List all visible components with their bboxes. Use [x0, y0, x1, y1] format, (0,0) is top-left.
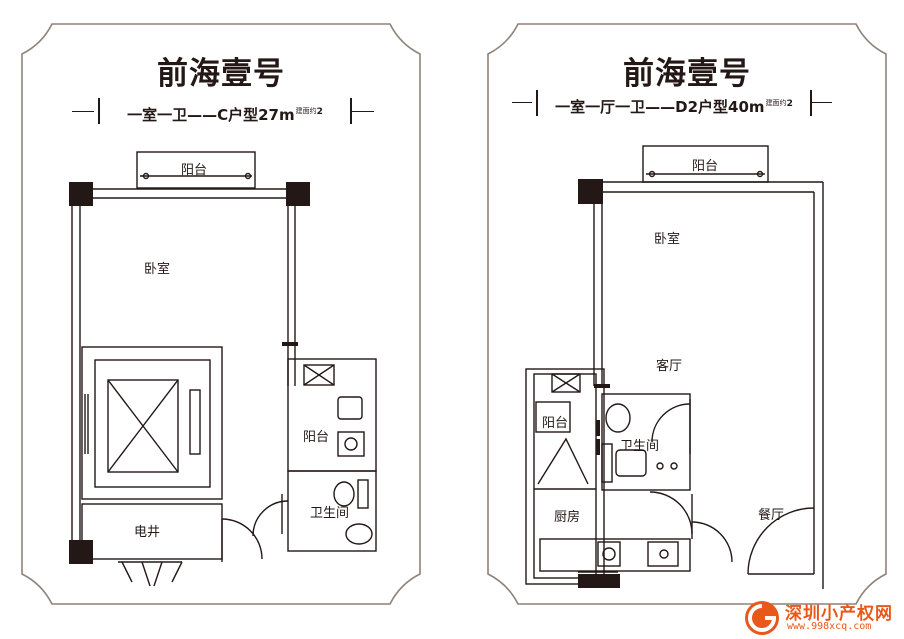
room-label-balcony-top: 阳台	[181, 163, 208, 178]
site-url: www.998xcq.com	[787, 621, 872, 632]
unit-area-exp: 2	[786, 99, 793, 109]
room-label-balcony-side: 阳台	[542, 416, 569, 431]
room-label-bathroom: 卫生间	[310, 506, 350, 521]
balcony-top-outline	[136, 151, 256, 189]
floor-plan-drawing	[69, 151, 377, 587]
page-title: 前海壹号	[623, 56, 751, 92]
room-label-dining-room: 餐厅	[758, 508, 785, 523]
room-label-bathroom: 卫生间	[620, 439, 660, 454]
unit-area-unit: m	[748, 98, 765, 116]
unit-area-unit: m	[278, 106, 295, 124]
unit-area-note: 建面约	[295, 107, 317, 115]
unit-area-note: 建面约	[765, 99, 787, 107]
room-label-balcony-top: 阳台	[692, 159, 719, 174]
unit-type-label: 一室一厅一卫——D2户型	[555, 98, 729, 116]
site-logo-icon	[745, 601, 779, 635]
room-label-bedroom: 卧室	[144, 262, 171, 277]
room-label-kitchen: 厨房	[554, 510, 581, 525]
room-label-bedroom: 卧室	[654, 232, 681, 247]
subtitle-rule-right	[812, 102, 832, 103]
unit-area-value: 40	[728, 98, 749, 116]
unit-type-label: 一室一卫——C户型	[127, 106, 259, 124]
decorative-frame	[487, 23, 887, 605]
floor-plan-panel-d2: 前海壹号 一室一厅一卫——D2户型40m建面约2	[478, 14, 896, 614]
site-watermark: 深圳小产权网 www.998xcq.com	[743, 597, 904, 639]
page-title: 前海壹号	[157, 56, 285, 92]
room-label-balcony-side: 阳台	[303, 430, 330, 445]
floor-plan-panel-c: 前海壹号 一室一卫——C户型27m建面约2	[12, 14, 430, 614]
room-label-electric-shaft: 电井	[134, 525, 161, 540]
floor-plan-drawing	[525, 145, 824, 589]
subtitle-rule-right	[352, 111, 374, 112]
unit-subtitle: 一室一卫——C户型27m建面约2	[98, 98, 352, 124]
unit-area-value: 27	[258, 106, 279, 124]
room-label-living-room: 客厅	[656, 359, 683, 374]
subtitle-rule-left	[512, 102, 532, 103]
site-name: 深圳小产权网	[785, 604, 893, 624]
subtitle-rule-left	[72, 111, 94, 112]
unit-area-exp: 2	[316, 107, 323, 117]
decorative-frame	[21, 23, 421, 605]
unit-subtitle: 一室一厅一卫——D2户型40m建面约2	[536, 90, 812, 116]
